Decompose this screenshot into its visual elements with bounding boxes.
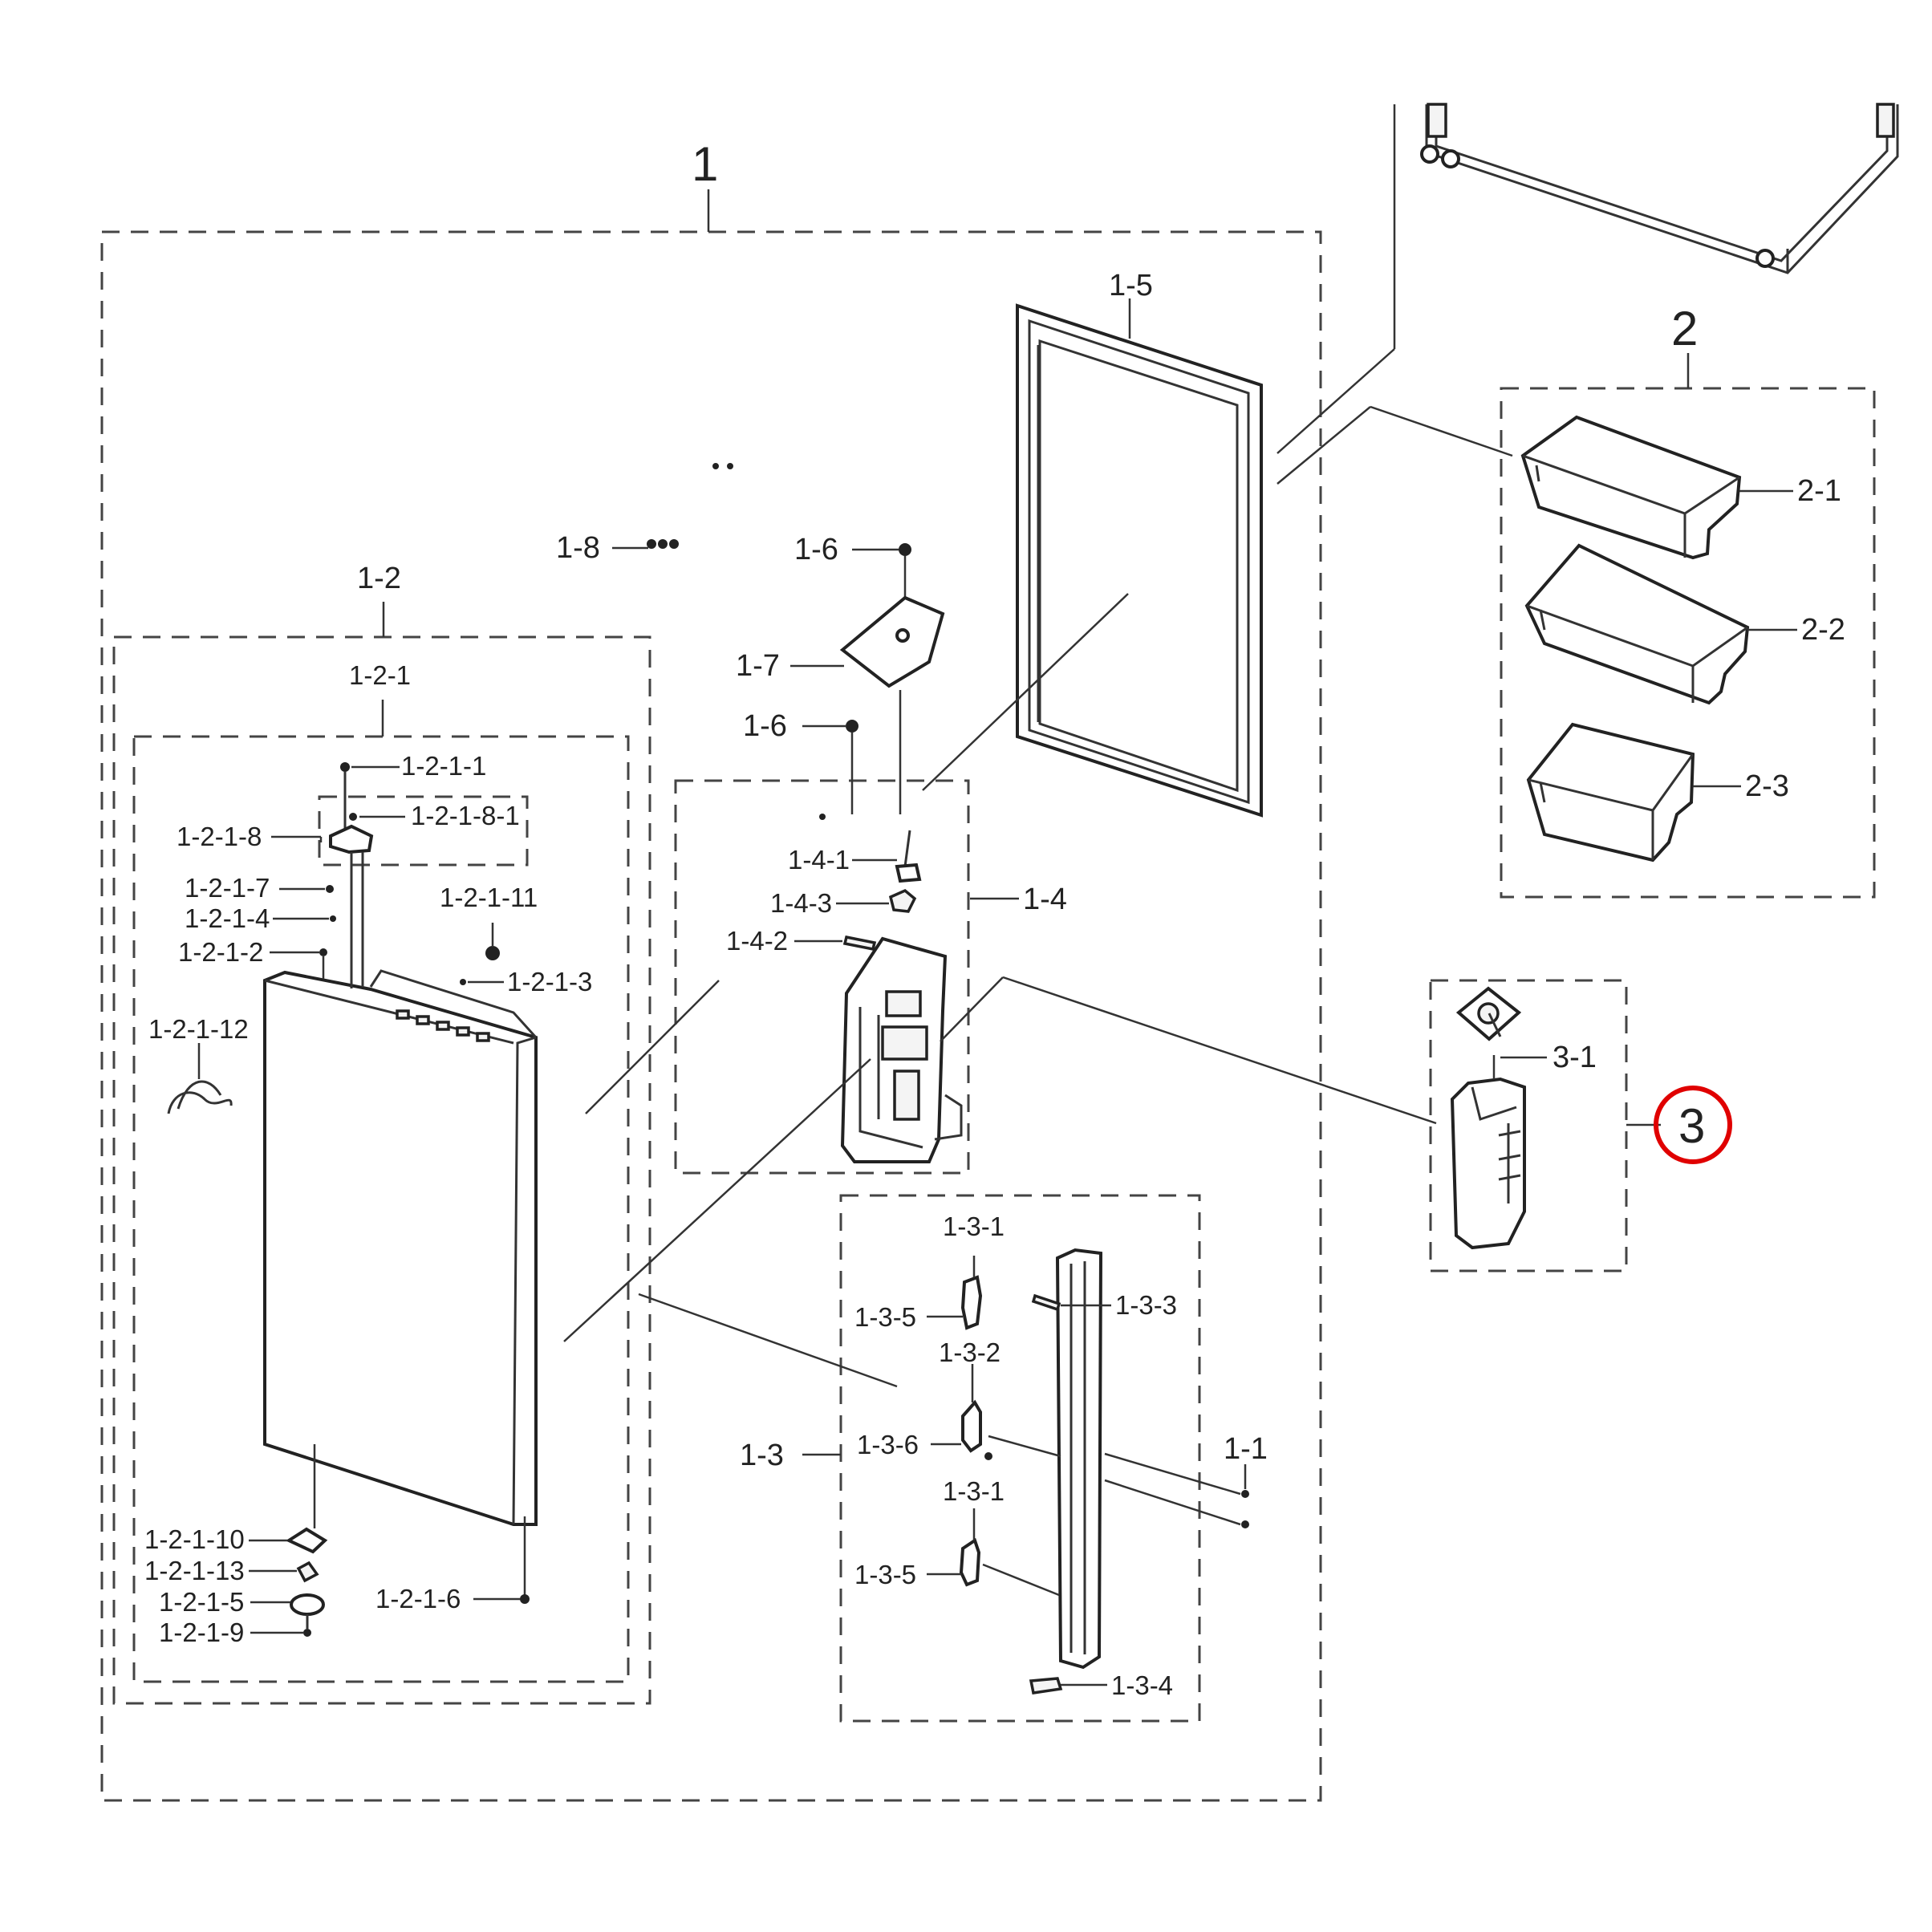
hinge-1-3-1-top-part — [960, 1275, 983, 1330]
label-1-5: 1-5 — [1109, 269, 1153, 302]
hinge-top-part — [329, 762, 374, 988]
group-1-2-1-8-box — [318, 795, 529, 867]
bin-2-3-part — [1526, 722, 1695, 862]
label-1-2-1-10: 1-2-1-10 — [144, 1524, 245, 1554]
label-1-3: 1-3 — [740, 1439, 784, 1472]
dispenser-1-4-2-part — [842, 935, 877, 952]
label-1-3-6: 1-3-6 — [857, 1430, 919, 1459]
water-tank-cap-part — [1455, 986, 1522, 1041]
dispenser-1-4-1-part — [895, 830, 922, 883]
label-1-2-1-8-1: 1-2-1-8-1 — [411, 801, 520, 830]
label-1-3-4: 1-3-4 — [1111, 1670, 1173, 1700]
label-3: 3 — [1678, 1099, 1705, 1153]
label-2-3: 2-3 — [1745, 769, 1789, 803]
label-1-2-1-6: 1-2-1-6 — [375, 1584, 461, 1613]
screws-1-8-icon — [647, 463, 733, 549]
label-1-3-1-top: 1-3-1 — [943, 1212, 1005, 1241]
label-1-2-1: 1-2-1 — [349, 660, 411, 690]
label-1-3-5-bottom: 1-3-5 — [854, 1560, 916, 1589]
cap-1-3-4-part — [1029, 1677, 1063, 1695]
label-1-2-1-9: 1-2-1-9 — [159, 1617, 244, 1647]
label-1-3-5-top: 1-3-5 — [854, 1302, 916, 1332]
label-1-2-1-11: 1-2-1-11 — [440, 883, 538, 912]
label-1-1: 1-1 — [1224, 1432, 1268, 1466]
label-1-2-1-1: 1-2-1-1 — [401, 751, 486, 781]
label-1-8: 1-8 — [556, 531, 600, 565]
hinge-bottom-part — [285, 1527, 328, 1637]
label-1-2-1-7: 1-2-1-7 — [185, 873, 270, 903]
hinge-1-3-1-bottom-part — [959, 1537, 981, 1587]
label-1-3-2: 1-3-2 — [939, 1337, 1000, 1367]
label-3-1: 3-1 — [1552, 1041, 1597, 1074]
group-1-2-box — [112, 635, 651, 1705]
label-1-2-1-2: 1-2-1-2 — [178, 937, 263, 967]
hinge-1-3-2-part — [961, 1399, 992, 1460]
group-1-2-1-box — [132, 735, 630, 1683]
screw-1-3-3-icon — [1031, 1293, 1061, 1312]
screws-1-1-icon — [1241, 1490, 1249, 1528]
label-1-2: 1-2 — [357, 562, 401, 595]
label-1-4-3: 1-4-3 — [770, 888, 832, 918]
dispenser-housing-part — [840, 936, 963, 1163]
refrigerator-body-icon — [1420, 103, 1899, 274]
label-1-2-1-13: 1-2-1-13 — [144, 1556, 245, 1585]
cover-1-7-part — [839, 595, 945, 688]
label-1-7: 1-7 — [736, 649, 780, 683]
bin-2-2-part — [1524, 543, 1750, 705]
group-1-box — [100, 230, 1322, 1802]
label-1-3-1-bottom: 1-3-1 — [943, 1476, 1005, 1506]
label-1-2-1-4: 1-2-1-4 — [185, 903, 270, 933]
label-2-2: 2-2 — [1801, 613, 1845, 647]
group-1-3-box — [839, 1194, 1201, 1723]
label-1: 1 — [692, 137, 718, 191]
water-tank-part — [1450, 1077, 1526, 1250]
label-1-2-1-8: 1-2-1-8 — [177, 822, 262, 851]
label-1-6-top: 1-6 — [794, 533, 838, 566]
label-1-4: 1-4 — [1023, 883, 1067, 916]
hinge-bar-part — [1055, 1248, 1103, 1670]
label-1-2-1-3: 1-2-1-3 — [507, 967, 592, 996]
door-gasket-part — [1016, 303, 1263, 818]
label-2-1: 2-1 — [1797, 474, 1841, 508]
dispenser-1-4-3-part — [888, 888, 917, 913]
bin-2-1-part — [1520, 415, 1742, 560]
label-1-6-mid: 1-6 — [743, 709, 787, 743]
group-3-box — [1429, 979, 1628, 1272]
label-2: 2 — [1671, 302, 1698, 355]
label-1-2-1-12: 1-2-1-12 — [148, 1014, 249, 1044]
group-1-4-box — [674, 779, 970, 1175]
door-panel-part — [263, 969, 538, 1526]
plug-1-2-1-11-icon — [485, 923, 500, 960]
wire-1-2-1-12-icon — [167, 1043, 233, 1114]
label-1-4-2: 1-4-2 — [726, 926, 788, 956]
screw-1-6-mid-icon — [846, 720, 858, 814]
label-1-2-1-5: 1-2-1-5 — [159, 1587, 244, 1617]
label-1-3-3: 1-3-3 — [1115, 1290, 1177, 1320]
highlight-circle — [1654, 1086, 1732, 1164]
label-1-4-1: 1-4-1 — [788, 845, 850, 875]
